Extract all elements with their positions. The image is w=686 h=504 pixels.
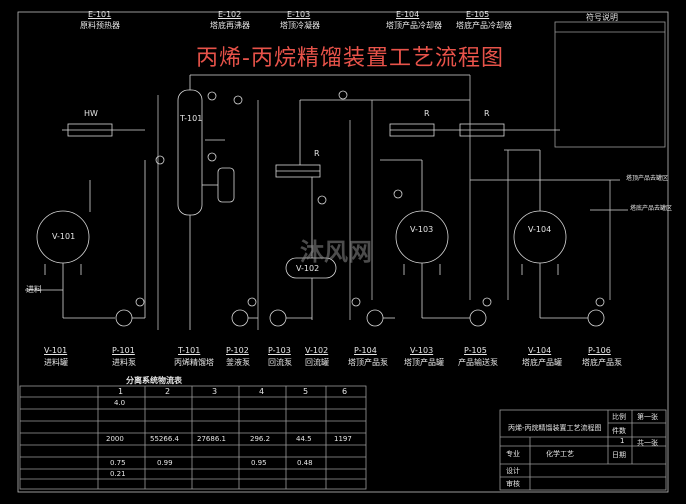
legend-title: 符号说明: [586, 13, 618, 22]
r-label-2: R: [424, 109, 430, 118]
tag-p103: P-103: [268, 346, 291, 355]
vessel-label-v102: V-102: [296, 264, 320, 273]
condenser-e103: [275, 99, 470, 178]
pump-p102: [231, 309, 258, 327]
titleblock-major-label: 专业: [506, 450, 520, 458]
drawing-frame: [17, 11, 669, 493]
vessel-v104: [504, 149, 628, 318]
pump-p103: [269, 309, 312, 327]
table-cell: 0.95: [251, 459, 267, 467]
table-col-6: 6: [342, 387, 348, 396]
titleblock-review-label: 审核: [506, 480, 520, 488]
bottom-product-label: 塔底产品去罐区: [630, 205, 673, 212]
table-cell: 0.21: [110, 470, 126, 478]
tag-p106-desc: 塔底产品泵: [582, 358, 622, 367]
tag-p104: P-104: [354, 346, 377, 355]
table-cell: 27686.1: [197, 435, 226, 443]
table-col-5: 5: [303, 387, 309, 396]
tag-p106: P-106: [588, 346, 611, 355]
pump-p106: [540, 309, 605, 327]
hw-label: HW: [84, 109, 98, 118]
tag-p102: P-102: [226, 346, 249, 355]
pump-p101: [115, 160, 146, 327]
reboiler-e102: [202, 167, 235, 203]
tag-v102: V-102: [305, 346, 329, 355]
tag-e104: E-104: [396, 10, 420, 19]
stream-table-grid: [19, 385, 367, 490]
tag-v104-desc: 塔底产品罐: [522, 358, 562, 367]
titleblock-count: 1: [620, 437, 625, 445]
title-block-grid: [499, 409, 667, 491]
table-cell: 55266.4: [150, 435, 179, 443]
tag-p103-desc: 回流泵: [268, 358, 292, 367]
pump-p104: [366, 309, 395, 327]
tag-t101: T-101: [178, 346, 201, 355]
tag-p102-desc: 釜液泵: [226, 358, 250, 367]
tag-v101: V-101: [44, 346, 68, 355]
column-t101: [177, 74, 470, 330]
column-label-t101: T-101: [180, 114, 203, 123]
table-col-4: 4: [259, 387, 265, 396]
tag-e105: E-105: [466, 10, 490, 19]
table-title: 分离系统物流表: [126, 376, 182, 385]
tag-e102: E-102: [218, 10, 242, 19]
tag-p101: P-101: [112, 346, 135, 355]
tag-e102-desc: 塔底再沸器: [210, 21, 250, 30]
titleblock-major: 化学工艺: [546, 450, 574, 458]
tag-e103-desc: 塔顶冷凝器: [280, 21, 320, 30]
titleblock-sheet: 第一张: [637, 413, 658, 421]
titleblock-date-label: 日期: [612, 451, 626, 459]
tag-v101-desc: 进料罐: [44, 358, 68, 367]
r-label-3: R: [484, 109, 490, 118]
cooler-e104: [389, 123, 460, 137]
titleblock-drawing-name: 丙烯-丙烷精馏装置工艺流程图: [508, 424, 602, 432]
table-cell: 2000: [106, 435, 124, 443]
tag-e105-desc: 塔底产品冷却器: [456, 21, 512, 30]
table-cell: 44.5: [296, 435, 312, 443]
r-label-1: R: [314, 149, 320, 158]
titleblock-sheet-label: 比例: [612, 413, 626, 421]
table-cell: 296.2: [250, 435, 271, 443]
tag-t101-desc: 丙烯精馏塔: [174, 358, 214, 367]
vessel-v101: [36, 180, 115, 319]
vessel-label-v101: V-101: [52, 232, 76, 241]
table-cell: 0.99: [157, 459, 173, 467]
tag-p104-desc: 塔顶产品泵: [348, 358, 388, 367]
tag-p105: P-105: [464, 346, 487, 355]
vessel-v102: [285, 177, 337, 320]
table-col-1: 1: [118, 387, 124, 396]
tag-p105-desc: 产品输送泵: [458, 358, 498, 367]
table-cell: 1197: [334, 435, 352, 443]
table-cell: 4.0: [114, 399, 126, 407]
tag-e101: E-101: [88, 10, 112, 19]
watermark: 沐风网: [300, 238, 372, 266]
vessel-label-v103: V-103: [410, 225, 434, 234]
tag-v104: V-104: [528, 346, 552, 355]
titleblock-total: 共一张: [637, 439, 658, 447]
tag-e101-desc: 原料预热器: [80, 21, 120, 30]
table-col-3: 3: [212, 387, 218, 396]
tag-v103: V-103: [410, 346, 434, 355]
tag-v103-desc: 塔顶产品罐: [404, 358, 444, 367]
vessel-v103: [380, 159, 620, 318]
tag-e103: E-103: [287, 10, 311, 19]
titleblock-count-label: 件数: [612, 427, 626, 435]
table-cell: 0.75: [110, 459, 126, 467]
titleblock-design-label: 设计: [506, 467, 520, 475]
vessel-label-v104: V-104: [528, 225, 552, 234]
tag-e104-desc: 塔顶产品冷却器: [386, 21, 442, 30]
feed-label: 进料: [26, 285, 42, 294]
top-product-label: 塔顶产品去罐区: [626, 175, 669, 182]
table-cell: 0.48: [297, 459, 313, 467]
tag-p101-desc: 进料泵: [112, 358, 136, 367]
cooler-e105: [459, 123, 560, 137]
exchanger-e101: [62, 123, 145, 137]
table-col-2: 2: [165, 387, 171, 396]
tag-v102-desc: 回流罐: [305, 358, 329, 367]
legend-box: [554, 21, 666, 148]
drawing-title: 丙烯-丙烷精馏装置工艺流程图: [196, 46, 504, 71]
pump-p105: [422, 309, 487, 327]
